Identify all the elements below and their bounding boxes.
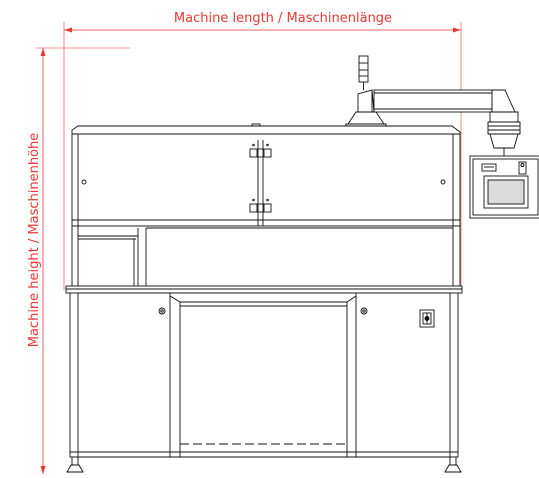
height-label: Machine height / Maschinenhöhe <box>27 133 42 348</box>
worktop <box>65 285 463 294</box>
machine-feet <box>66 456 462 473</box>
length-dimension <box>63 22 462 290</box>
middle-section <box>71 225 461 287</box>
length-label: Machine length / Maschinenlänge <box>174 11 392 26</box>
lower-cabinet <box>69 292 459 458</box>
signal-tower-icon <box>358 55 369 90</box>
control-panel-icon <box>469 155 539 219</box>
height-dimension <box>36 47 130 474</box>
main-switch-icon <box>419 309 435 328</box>
upper-hood <box>71 123 461 227</box>
exhaust-duct <box>345 89 521 156</box>
